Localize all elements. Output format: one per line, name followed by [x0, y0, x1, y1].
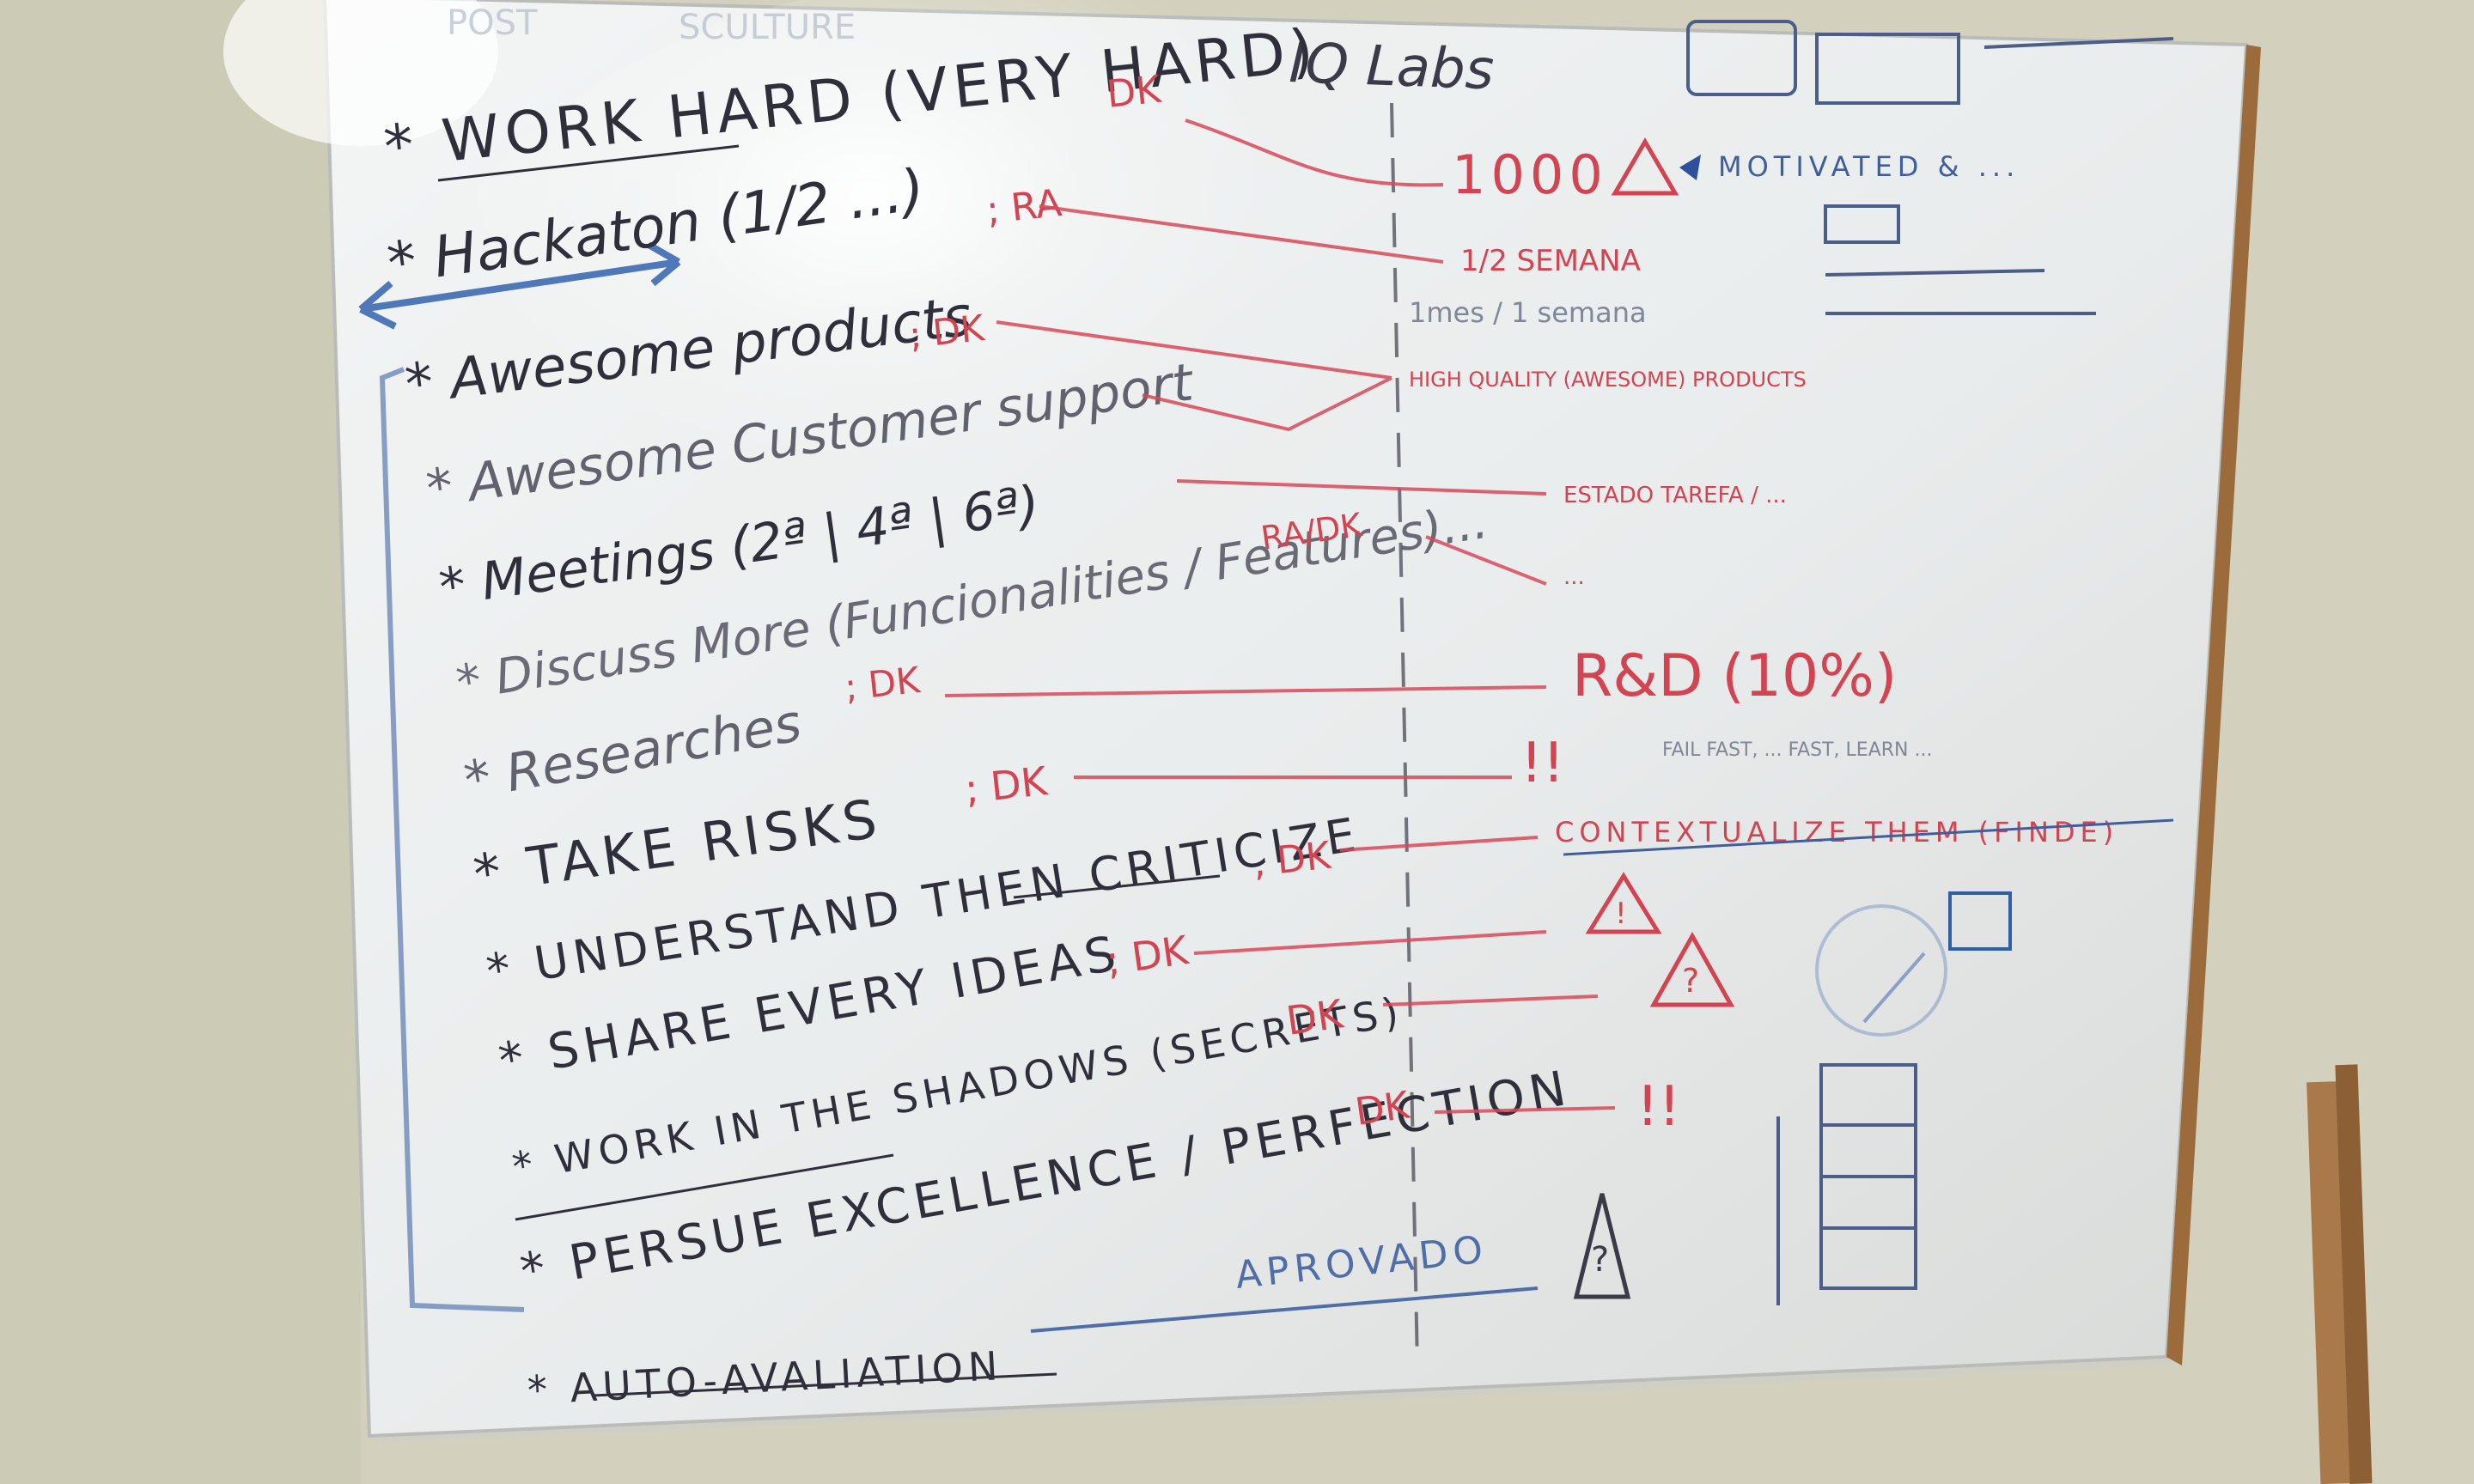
note-fail-fast: FAIL FAST, ... FAST, LEARN ... — [1662, 739, 1932, 761]
double-arrow-icon — [358, 241, 681, 330]
stack-diagram — [1776, 891, 2012, 1305]
board-frame-edge — [2166, 45, 2261, 1365]
underlines — [437, 144, 2174, 1397]
wooden-stick — [2306, 1064, 2373, 1484]
note-motivated: MOTIVATED & ... — [1718, 150, 2020, 183]
right-triangle-2: ? — [1682, 962, 1699, 1000]
tag-share-ideas: ; DK — [1103, 927, 1192, 984]
right-exclaim-2: !! — [1636, 1075, 1680, 1139]
top-right-sketches — [1686, 20, 2174, 315]
tag-take-risks: ; DK — [963, 757, 1051, 812]
question-triangle-icon — [1573, 1193, 1631, 1299]
right-brainstorm: ... — [1563, 564, 1585, 590]
tag-work-shadows: DK — [1283, 990, 1347, 1044]
warning-triangle-icon — [1585, 872, 1662, 934]
blue-arrow-icon — [1679, 155, 1701, 180]
right-contextualize: CONTEXTUALIZE THEM (FINDE) — [1555, 816, 2118, 848]
faded-top-sculture: SCULTURE — [679, 8, 856, 47]
tag-awesome-products: ; DK — [907, 307, 987, 356]
right-1000: 1000 — [1452, 143, 1608, 206]
tag-work-hard: DK — [1105, 68, 1164, 117]
right-rnd: R&D (10%) — [1572, 642, 1897, 710]
board-title: IQ Labs — [1288, 32, 1495, 102]
note-semana: 1mes / 1 semana — [1409, 296, 1647, 329]
light-glare — [412, 0, 1615, 764]
warning-triangle-icon — [1611, 137, 1679, 196]
whiteboard — [223, 0, 2261, 1443]
tag-researches: ; DK — [843, 659, 923, 709]
warning-triangle-icon — [1649, 931, 1735, 1007]
tag-persue-excellence: DK — [1352, 1083, 1412, 1134]
right-exclaim-1: !! — [1520, 732, 1564, 795]
right-estado-tarefa: ESTADO TAREFA / ... — [1563, 483, 1787, 508]
tag-understand: , DK — [1251, 834, 1334, 885]
right-high-quality: HIGH QUALITY (AWESOME) PRODUCTS — [1409, 368, 1807, 392]
right-triangle-1: ! — [1615, 897, 1627, 931]
right-list: 1000 1/2 SEMANA HIGH QUALITY (AWESOME) P… — [1409, 137, 2118, 1299]
aprovado-arrow — [1030, 1286, 1539, 1333]
right-semana: 1/2 SEMANA — [1460, 244, 1641, 278]
red-arrows — [944, 119, 1616, 1114]
faded-top-post: POST — [447, 3, 538, 43]
right-question: ? — [1591, 1240, 1609, 1280]
center-divider — [1390, 102, 1419, 1366]
left-bracket — [379, 367, 525, 1312]
